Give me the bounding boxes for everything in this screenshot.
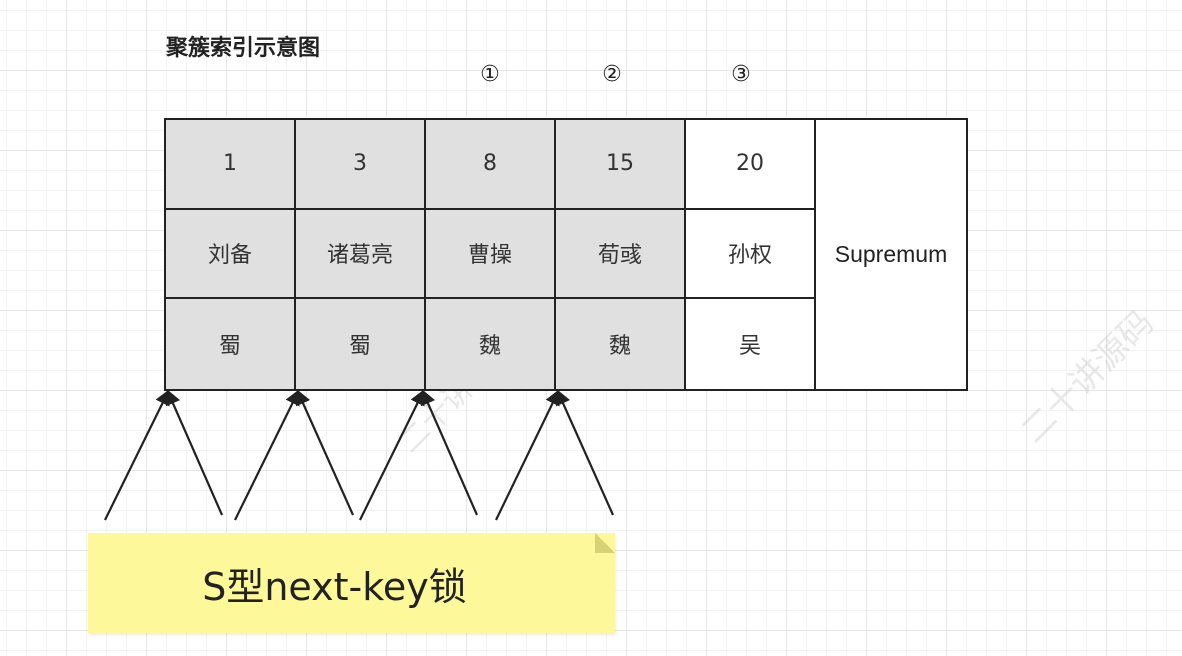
- record-name-cell: 刘备: [166, 209, 296, 300]
- diagram-title: 聚簇索引示意图: [166, 36, 321, 61]
- supremum-record: Supremum: [834, 240, 948, 267]
- arrow-line: [495, 389, 560, 521]
- record-country-cell: 魏: [556, 299, 686, 389]
- record-country-cell: 吴: [686, 299, 816, 389]
- record-name-cell: 孙权: [686, 209, 816, 300]
- note-text: S型next-key锁: [202, 564, 467, 609]
- record-name-cell: 诸葛亮: [296, 209, 426, 300]
- arrow-line: [420, 389, 479, 516]
- record-name-cell: 曹操: [426, 209, 556, 300]
- record-name-cell: 荀彧: [556, 209, 686, 300]
- lock-type-note: S型next-key锁: [88, 533, 615, 633]
- arrow-line: [555, 389, 615, 516]
- record-id-cell: 8: [426, 120, 556, 210]
- arrow-line: [359, 389, 425, 521]
- record-country-cell: 蜀: [296, 299, 426, 389]
- marker-2: ②: [602, 62, 622, 87]
- record-id-cell: 20: [686, 120, 816, 210]
- note-fold-icon: [595, 533, 615, 553]
- index-records-table: 1 3 8 15 20 刘备 诸葛亮 曹操 荀彧 孙权 蜀 蜀 魏 魏 吴 Su…: [164, 118, 968, 391]
- record-country-cell: 蜀: [166, 299, 296, 389]
- record-id-cell: 1: [166, 120, 296, 210]
- marker-1: ①: [480, 62, 500, 87]
- arrow-line: [104, 389, 170, 521]
- arrow-line: [295, 389, 355, 516]
- record-id-cell: 3: [296, 120, 426, 210]
- marker-3: ③: [731, 62, 751, 87]
- arrow-line: [234, 389, 300, 521]
- record-id-cell: 15: [556, 120, 686, 210]
- arrow-line: [165, 389, 224, 516]
- record-country-cell: 魏: [426, 299, 556, 389]
